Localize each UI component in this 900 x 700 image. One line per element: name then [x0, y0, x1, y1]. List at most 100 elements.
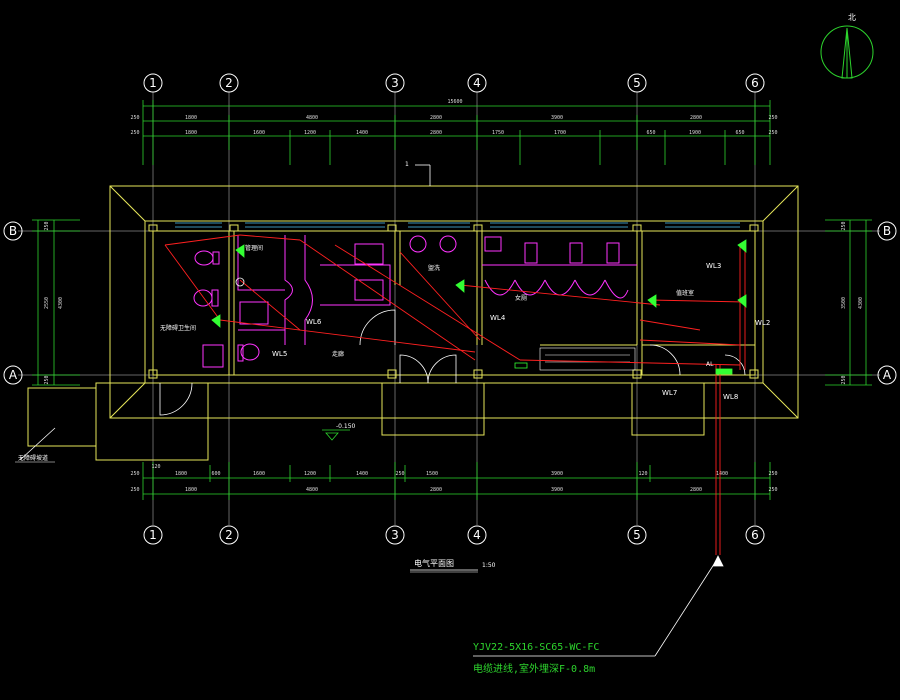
- grid-col-5-top: 5: [633, 76, 641, 90]
- grid-col-4-bottom: 4: [473, 528, 481, 542]
- room-label-h: 走廊: [332, 350, 344, 358]
- dim-b2-2: 4800: [306, 487, 318, 493]
- grid-col-2-top: 2: [225, 76, 233, 90]
- dim-r-3: 4300: [858, 297, 864, 309]
- dim-r-0: 250: [841, 221, 847, 230]
- dim-b1-12: 250: [768, 471, 777, 477]
- circuit-wl7: WL7: [662, 389, 677, 397]
- room-label-g: 值班室: [676, 289, 694, 297]
- grid-bubbles-bottom: 1 2 3 4 5 6: [143, 525, 765, 545]
- grid-col-6-bottom: 6: [751, 528, 759, 542]
- dim-t2-11: 250: [768, 130, 777, 136]
- grid-col-5-bottom: 5: [633, 528, 641, 542]
- dim-b1-1: 120: [151, 464, 160, 470]
- dim-t1-2: 4800: [306, 115, 318, 121]
- dim-l-2: 250: [44, 375, 50, 384]
- dim-t2-6: 1750: [492, 130, 504, 136]
- circuit-wl3: WL3: [706, 262, 721, 270]
- grid-col-1-bottom: 1: [149, 528, 157, 542]
- north-arrow: 北: [820, 13, 874, 79]
- dim-t1-0: 250: [130, 115, 139, 121]
- dim-l-1: 2550: [44, 297, 50, 309]
- drawing-title-text: 电气平面图: [414, 558, 454, 568]
- grid-bubbles-top: 1 2 3 4 5 6: [143, 73, 765, 93]
- ramp-note: 无障碍坡道: [15, 427, 56, 463]
- circuit-wl5: WL5: [272, 350, 287, 358]
- dim-b2-1: 1800: [185, 487, 197, 493]
- dim-b1-3: 600: [211, 471, 220, 477]
- dimension-lines-top: [142, 100, 771, 165]
- dim-b1-9: 3900: [551, 471, 563, 477]
- dim-b2-5: 2800: [690, 487, 702, 493]
- dim-b1-2: 1800: [175, 471, 187, 477]
- dim-b2-0: 250: [130, 487, 139, 493]
- electrical-devices: [211, 239, 747, 375]
- dimension-text-sides: 250 2550 250 4300 250 3500 250 4300: [44, 221, 864, 384]
- dim-t1-4: 3900: [551, 115, 563, 121]
- callout-label: 1: [405, 161, 409, 168]
- dim-t2-3: 1200: [304, 130, 316, 136]
- dimension-lines-sides: [32, 219, 872, 386]
- dimension-text-bottom: 250 120 1800 600 1600 1200 1400 250 1500…: [130, 464, 777, 493]
- circuit-wl2: WL2: [755, 319, 770, 327]
- circuit-wl4: WL4: [490, 314, 506, 322]
- dim-b1-4: 1600: [253, 471, 265, 477]
- grid-row-b-right: B: [883, 224, 891, 238]
- elevation-text: -0.150: [336, 423, 356, 430]
- grid-row-a-right: A: [883, 368, 892, 382]
- room-label-a: 无障碍卫生间: [160, 324, 196, 332]
- room-labels: 无障碍卫生间 管理间 盥洗 女厕 走廊 值班室: [160, 244, 694, 358]
- dim-b1-11: 1400: [716, 471, 728, 477]
- dim-b1-8: 1500: [426, 471, 438, 477]
- ramp-note-text: 无障碍坡道: [18, 454, 48, 462]
- drawing-scale: 1:50: [482, 562, 496, 569]
- grid-col-3-top: 3: [391, 76, 399, 90]
- sanitary-fixtures: [193, 235, 637, 368]
- dim-t2-4: 1400: [356, 130, 368, 136]
- grid-col-1-top: 1: [149, 76, 157, 90]
- dim-b1-10: 120: [638, 471, 647, 477]
- doors: [159, 309, 746, 416]
- wash-counter: [539, 347, 636, 371]
- dim-total: 15600: [447, 99, 462, 105]
- dim-b2-4: 3900: [551, 487, 563, 493]
- dim-t1-5: 2800: [690, 115, 702, 121]
- grid-bubbles-rows: B A B A: [3, 221, 897, 385]
- windows: [175, 222, 740, 228]
- dim-t2-0: 250: [130, 130, 139, 136]
- room-label-c: 盥洗: [428, 264, 440, 272]
- room-label-d: 女厕: [515, 294, 527, 302]
- dim-t2-9: 1900: [689, 130, 701, 136]
- grid-col-4-top: 4: [473, 76, 481, 90]
- cable-spec: YJV22-5X16-SC65-WC-FC: [473, 642, 599, 653]
- dim-t2-2: 1600: [253, 130, 265, 136]
- room-label-b: 管理间: [245, 244, 263, 252]
- dim-b1-0: 250: [130, 471, 139, 477]
- dim-t2-1: 1800: [185, 130, 197, 136]
- wiring-runs: [164, 234, 746, 555]
- drawing-title: 电气平面图 1:50: [410, 558, 496, 573]
- dim-r-2: 250: [841, 375, 847, 384]
- dimension-text-top: 15600 250 1800 4800 2800 3900 2800 250 2…: [130, 99, 777, 136]
- dim-l-0: 250: [44, 221, 50, 230]
- dim-t1-6: 250: [768, 115, 777, 121]
- panel-al: AL: [706, 361, 714, 368]
- dim-b1-5: 1200: [304, 471, 316, 477]
- grid-row-a-left: A: [9, 368, 18, 382]
- cable-note: 电缆进线,室外埋深F-0.8m: [473, 662, 595, 675]
- dim-r-1: 3500: [841, 297, 847, 309]
- grid-row-b-left: B: [9, 224, 17, 238]
- dim-t1-3: 2800: [430, 115, 442, 121]
- grid-col-2-bottom: 2: [225, 528, 233, 542]
- cable-leader: [473, 555, 724, 657]
- dim-l-3: 4300: [58, 297, 64, 309]
- dim-t2-10: 650: [735, 130, 744, 136]
- elevation-marker: -0.150: [322, 423, 356, 441]
- dim-b1-7: 250: [395, 471, 404, 477]
- circuit-wl6: WL6: [306, 318, 322, 326]
- circuit-labels: WL6 WL5 WL4 WL3 WL2 WL7 WL8 AL: [272, 262, 770, 401]
- dim-t1-1: 1800: [185, 115, 197, 121]
- dim-b2-3: 2800: [430, 487, 442, 493]
